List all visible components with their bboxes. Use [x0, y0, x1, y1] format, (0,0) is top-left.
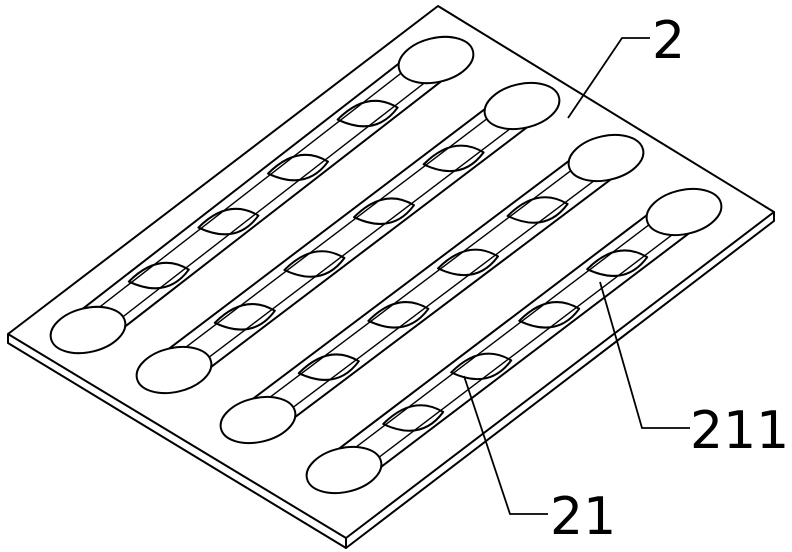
channel-end-hole-upper [483, 81, 561, 131]
channel-rail [74, 43, 425, 316]
plate-thickness-edge [7, 211, 775, 549]
leader-channel [463, 375, 548, 515]
channel-end-hole-upper [645, 187, 723, 237]
channels [49, 35, 723, 495]
channel-2 [135, 81, 561, 395]
channel-3 [219, 133, 645, 445]
channel-rail [185, 120, 536, 387]
channel-floor-line [344, 208, 671, 456]
channel-rail [160, 89, 511, 356]
channel-floor-line [88, 56, 423, 316]
channel-pocket [437, 248, 500, 277]
channel-pocket [283, 250, 346, 278]
leader-pocket [599, 281, 690, 429]
channel-floor-line [174, 102, 509, 356]
channel-rail [99, 74, 450, 347]
channel-floor-line [258, 154, 593, 406]
channel-pocket [506, 196, 569, 224]
channel-pocket [382, 404, 445, 432]
channel-end-hole-lower [305, 445, 383, 495]
channel-4 [305, 187, 723, 495]
channel-floor-line [357, 226, 684, 474]
channel-rail [244, 141, 595, 406]
channel-pocket [297, 353, 360, 381]
channel-pocket [586, 249, 649, 277]
channel-floor-line [101, 74, 436, 334]
channel-1 [49, 35, 475, 355]
plate [7, 5, 775, 549]
channel-pocket [127, 261, 190, 290]
channel-pocket [197, 207, 260, 236]
channel-floor-line [271, 172, 606, 424]
channel-end-hole-upper [567, 133, 645, 183]
channel-end-hole-lower [219, 395, 297, 445]
channel-rail [269, 172, 620, 437]
channel-pocket [422, 144, 485, 173]
leader-lines [463, 37, 690, 515]
label-pocket: 211 [690, 401, 789, 461]
channel-rail [355, 226, 698, 487]
channel-end-hole-upper [397, 35, 475, 85]
channel-pocket [518, 301, 581, 329]
channel-pocket [336, 99, 399, 128]
channel-pocket [367, 301, 430, 329]
channel-pocket [267, 153, 330, 182]
channel-end-hole-lower [49, 305, 127, 355]
leader-plate [567, 37, 650, 119]
channel-pocket [213, 303, 276, 331]
channel-pocket [353, 197, 416, 225]
label-plate: 2 [652, 11, 685, 71]
channel-floor-line [187, 120, 522, 374]
channel-rail [330, 195, 673, 456]
channel-pocket [450, 352, 513, 381]
label-channel: 21 [550, 487, 616, 547]
channel-end-hole-lower [135, 345, 213, 395]
